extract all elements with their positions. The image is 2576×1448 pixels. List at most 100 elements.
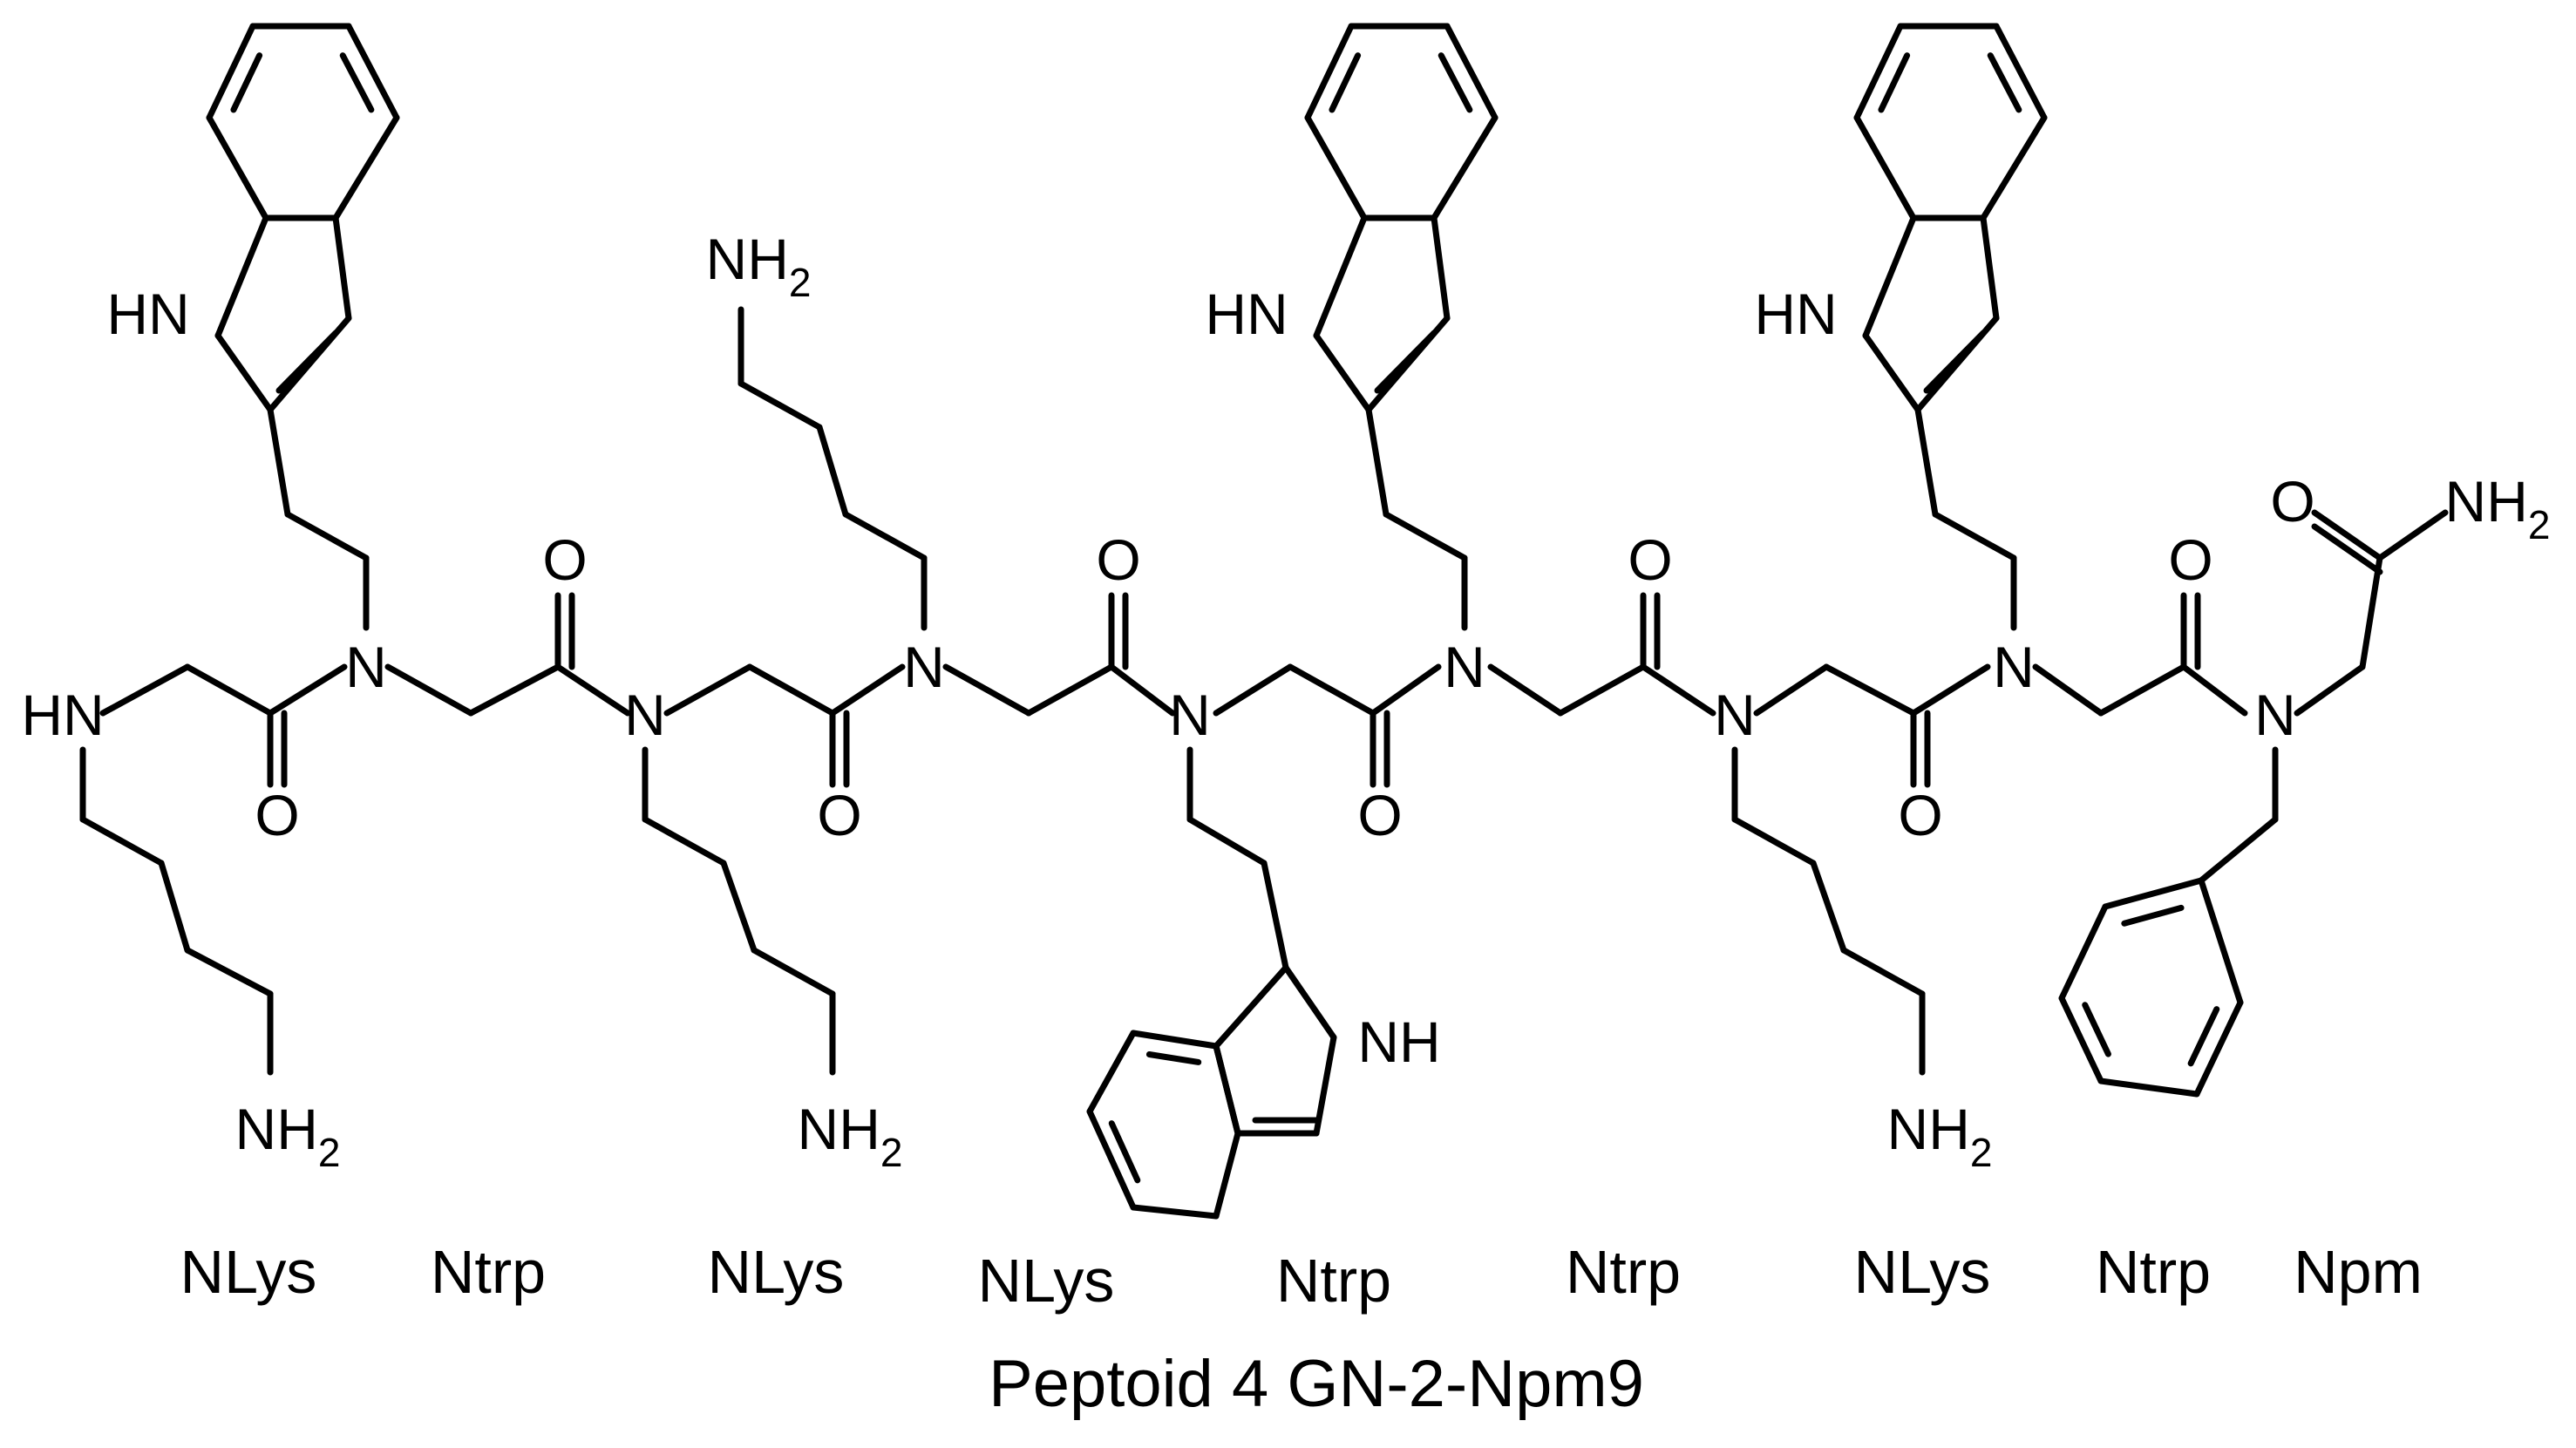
aromatic-double-bond (2187, 1006, 2220, 1067)
ring-bond (1130, 1030, 1220, 1050)
ring-bond (1313, 1034, 1337, 1137)
figure-caption: Peptoid 4 GN-2-Npm9 (989, 1347, 1644, 1421)
ring-bond (1130, 1204, 1220, 1220)
single-bond (816, 424, 849, 518)
aromatic-double-bond (1438, 52, 1473, 113)
oxygen-label: O (1898, 783, 1942, 847)
single-bond (746, 663, 836, 717)
ring-bond (2058, 995, 2104, 1084)
oxygen-label: O (255, 783, 299, 847)
residue-label: NLys (978, 1247, 1115, 1315)
single-bond (1823, 663, 1917, 717)
nitrogen-label: N (1444, 635, 1485, 699)
single-bond (384, 663, 474, 717)
ring-bond (2193, 999, 2244, 1098)
aromatic-double-bond (1923, 330, 1987, 394)
double-bond (2311, 509, 2383, 561)
single-bond (267, 663, 348, 717)
single-bond (2359, 554, 2383, 670)
single-bond (1753, 663, 1830, 717)
single-bond (663, 663, 753, 717)
single-bond (267, 406, 291, 518)
single-bond (1213, 663, 1294, 717)
ring-bond (1304, 23, 1355, 121)
single-bond (79, 816, 165, 867)
single-bond (2294, 663, 2366, 717)
subscript-2: 2 (880, 1130, 903, 1175)
single-bond (1261, 860, 1289, 971)
subscript-2: 2 (1970, 1130, 1993, 1175)
subscript-2: 2 (789, 260, 812, 305)
ring-bond (1431, 214, 1451, 322)
residue-label: Ntrp (1566, 1238, 1681, 1306)
nitrogen-label: N (903, 635, 945, 699)
single-bond (737, 380, 823, 431)
subscript-2: 2 (2528, 502, 2551, 547)
single-bond (99, 663, 191, 717)
nh2-label: NH2 (1887, 1097, 1993, 1175)
aromatic-double-bond (2121, 904, 2185, 927)
oxygen-label: O (817, 783, 861, 847)
residue-label: NLys (1854, 1238, 1991, 1306)
ring-bond (1853, 23, 1904, 121)
residue-labels: NLys Ntrp NLys NLys Ntrp Ntrp NLys Ntrp … (180, 1238, 2423, 1315)
ring-bond (2102, 877, 2205, 910)
single-bond (1557, 663, 1647, 717)
ring-bond (206, 114, 269, 221)
single-bond (1910, 663, 1991, 717)
double-bond (2311, 523, 2383, 575)
aromatic-double-bond (1374, 330, 1438, 394)
residue-label: Ntrp (431, 1238, 546, 1306)
single-bond (942, 663, 1032, 717)
ring-bond (1980, 214, 2000, 322)
single-bond (184, 947, 274, 997)
ring-bond (206, 23, 256, 121)
oxygen-label: O (1357, 783, 1402, 847)
ring-bond (1304, 114, 1368, 221)
ring-bond (1980, 114, 2048, 221)
aromatic-double-bond (275, 330, 339, 394)
single-bond (829, 663, 906, 717)
ring-bond (1862, 214, 1917, 339)
aromatic-double-bond (1987, 52, 2022, 113)
nitrogen-label: N (2254, 683, 2296, 747)
single-bond (1370, 663, 1442, 717)
nitrogen-label: N (345, 635, 387, 699)
ring-bond (2097, 1078, 2200, 1098)
aromatic-double-bond (1878, 52, 1911, 113)
aromatic-double-bond (339, 52, 375, 113)
nh-label: HN (106, 282, 189, 346)
nh2-label: NH2 (706, 227, 812, 305)
single-bond (1025, 663, 1115, 717)
single-bond (1365, 406, 1390, 518)
residue-label: Ntrp (2096, 1238, 2211, 1306)
ring-bond (1431, 114, 1499, 221)
ring-bond (1086, 1030, 1137, 1115)
ring-bond (1313, 214, 1368, 339)
oxygen-label: O (2270, 469, 2314, 534)
single-bond (1287, 663, 1376, 717)
aromatic-double-bond (1145, 1051, 1202, 1065)
single-bond (2180, 663, 2248, 717)
residue-label: NLys (180, 1238, 317, 1306)
single-bond (1108, 663, 1176, 717)
single-bond (1313, 332, 1372, 413)
single-bond (554, 663, 631, 717)
ring-bond (1086, 1108, 1137, 1211)
ring-bond (345, 23, 400, 121)
aromatic-double-bond (230, 52, 263, 113)
single-bond (1840, 947, 1926, 997)
single-bond (1487, 663, 1564, 717)
single-bond (2198, 816, 2279, 884)
nitrogen-label: N (1714, 683, 1756, 747)
single-bond (1731, 816, 1817, 867)
single-bond (1914, 406, 1939, 518)
ring-bond (332, 114, 400, 221)
single-bond (1282, 964, 1337, 1041)
single-bond (720, 860, 758, 954)
oxygen-label: O (1628, 527, 1672, 592)
single-bond (1383, 511, 1468, 561)
nh-label: NH (1357, 1010, 1440, 1074)
aromatic-double-bond (1329, 52, 1362, 113)
ring-bond (332, 214, 352, 322)
